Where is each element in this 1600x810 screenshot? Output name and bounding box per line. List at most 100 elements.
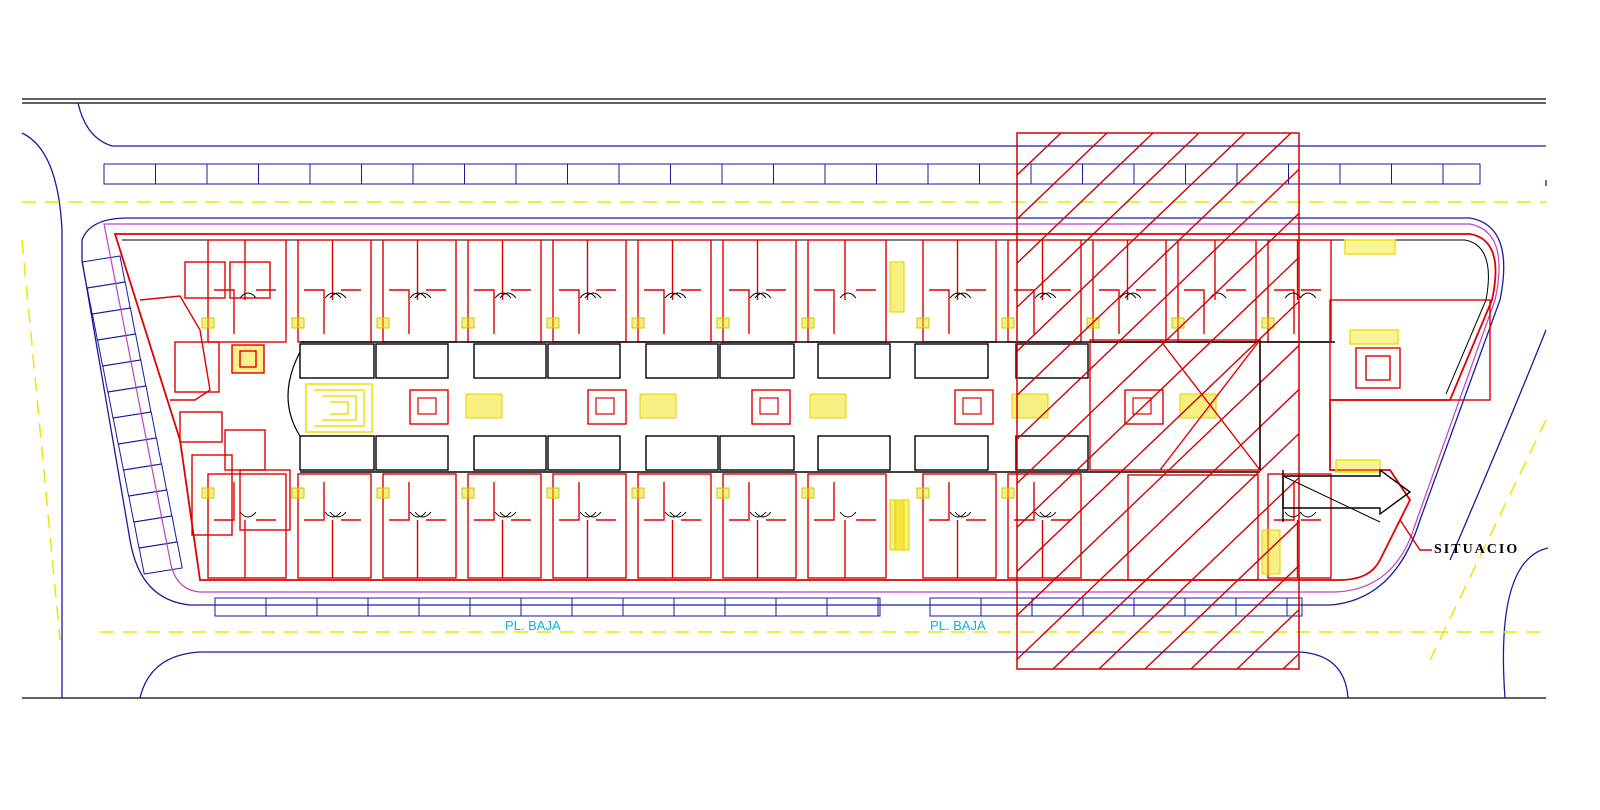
- room-wall: [389, 482, 446, 521]
- storage-block: [473, 343, 547, 379]
- lift-car: [759, 397, 779, 415]
- room-wall: [1274, 289, 1321, 334]
- bath-marker: [546, 317, 560, 329]
- storage-block: [299, 435, 375, 471]
- door-swing-icon: [494, 511, 517, 518]
- stair-flight-icon: [639, 393, 677, 419]
- door-swing-icon: [409, 511, 432, 518]
- hatch-line: [317, 133, 877, 669]
- hatch-line: [1017, 388, 1299, 661]
- apartment-unit: [297, 239, 372, 343]
- room-wall: [214, 289, 276, 334]
- apartment-unit: [722, 239, 797, 343]
- bath-marker: [631, 317, 645, 329]
- bath-marker: [1001, 317, 1015, 329]
- storage-block: [547, 343, 621, 379]
- lift-core-icon: [409, 389, 449, 425]
- room-wall: [304, 482, 361, 521]
- bath-marker: [201, 317, 215, 329]
- situation-label: SITUACIO: [1434, 542, 1519, 557]
- lift-core-icon: [954, 389, 994, 425]
- apartment-unit: [467, 239, 542, 343]
- bath-marker: [376, 487, 390, 499]
- lift-core-icon: [751, 389, 791, 425]
- hatch-line: [1052, 432, 1299, 669]
- hatch-line: [1236, 608, 1299, 669]
- storage-block: [375, 343, 449, 379]
- parking-bays-bottom: [214, 597, 1303, 617]
- door-swing-icon: [579, 511, 602, 518]
- bath-marker: [1171, 317, 1185, 329]
- lift-car: [1132, 397, 1152, 415]
- hatch-line: [1190, 564, 1299, 669]
- room-wall: [814, 482, 876, 521]
- bath-marker: [1001, 487, 1015, 499]
- room-wall: [1184, 289, 1246, 334]
- floor-label-right: PL. BAJA: [930, 618, 986, 633]
- door-swing-icon: [839, 511, 857, 518]
- room-wall: [1014, 482, 1071, 521]
- apartment-unit: [382, 473, 457, 579]
- room-wall: [214, 482, 276, 521]
- door-swing-icon: [664, 511, 687, 518]
- hatch-line: [1017, 133, 1200, 309]
- door-swing-icon: [1284, 511, 1317, 518]
- room-wall: [929, 482, 986, 521]
- door-swing-icon: [1284, 292, 1317, 299]
- bath-marker: [1261, 317, 1275, 329]
- door-swing-icon: [1034, 511, 1057, 518]
- apartment-unit: [637, 239, 712, 343]
- bath-marker: [916, 317, 930, 329]
- door-swing-icon: [324, 511, 347, 518]
- site-boundary: [103, 223, 1500, 593]
- drawing-frame: [22, 98, 1546, 699]
- door-swing-icon: [949, 292, 972, 299]
- lobby-curve: [287, 351, 301, 437]
- door-swing-icon: [749, 292, 772, 299]
- apartment-unit: [552, 239, 627, 343]
- hatch-line: [1017, 133, 1062, 177]
- apartment-unit: [1092, 239, 1167, 343]
- storage-block: [473, 435, 547, 471]
- room-wall: [729, 482, 786, 521]
- door-swing-icon: [749, 511, 772, 518]
- hatched-zone: [317, 132, 1300, 670]
- stair-flight-icon: [894, 499, 910, 551]
- bath-marker: [716, 487, 730, 499]
- storage-block: [817, 435, 891, 471]
- door-swing-icon: [949, 511, 972, 518]
- hatch-line: [1017, 133, 1292, 397]
- lift-core-icon: [1124, 389, 1164, 425]
- hatch-line: [1017, 168, 1299, 441]
- apartment-unit: [922, 473, 997, 579]
- lift-car: [962, 397, 982, 415]
- storage-block: [645, 435, 719, 471]
- room-wall: [559, 482, 616, 521]
- bath-marker: [801, 317, 815, 329]
- arrow-right-icon: [1282, 468, 1432, 551]
- storage-block: [719, 343, 795, 379]
- storage-block: [645, 343, 719, 379]
- hatch-line: [1017, 212, 1299, 485]
- hatch-line: [1098, 476, 1299, 669]
- hatch-line: [1017, 256, 1299, 529]
- lift-car: [595, 397, 615, 415]
- room-wall: [474, 289, 531, 334]
- storage-block: [375, 435, 449, 471]
- corridor-walls: [299, 341, 1335, 473]
- apartment-unit: [922, 239, 997, 343]
- building-shell: [113, 233, 1497, 581]
- door-swing-icon: [494, 292, 517, 299]
- room-wall: [304, 289, 361, 334]
- parking-bay: [138, 541, 183, 575]
- door-swing-icon: [579, 292, 602, 299]
- parking-bays-left: [81, 255, 183, 575]
- storage-block: [547, 435, 621, 471]
- door-swing-icon: [1034, 292, 1057, 299]
- stair-flight-icon: [809, 393, 847, 419]
- stair-flight-icon: [1261, 529, 1281, 575]
- door-swing-icon: [664, 292, 687, 299]
- apartment-unit: [207, 239, 287, 343]
- hatch-line: [1017, 300, 1299, 573]
- hatch-line: [1017, 133, 1154, 265]
